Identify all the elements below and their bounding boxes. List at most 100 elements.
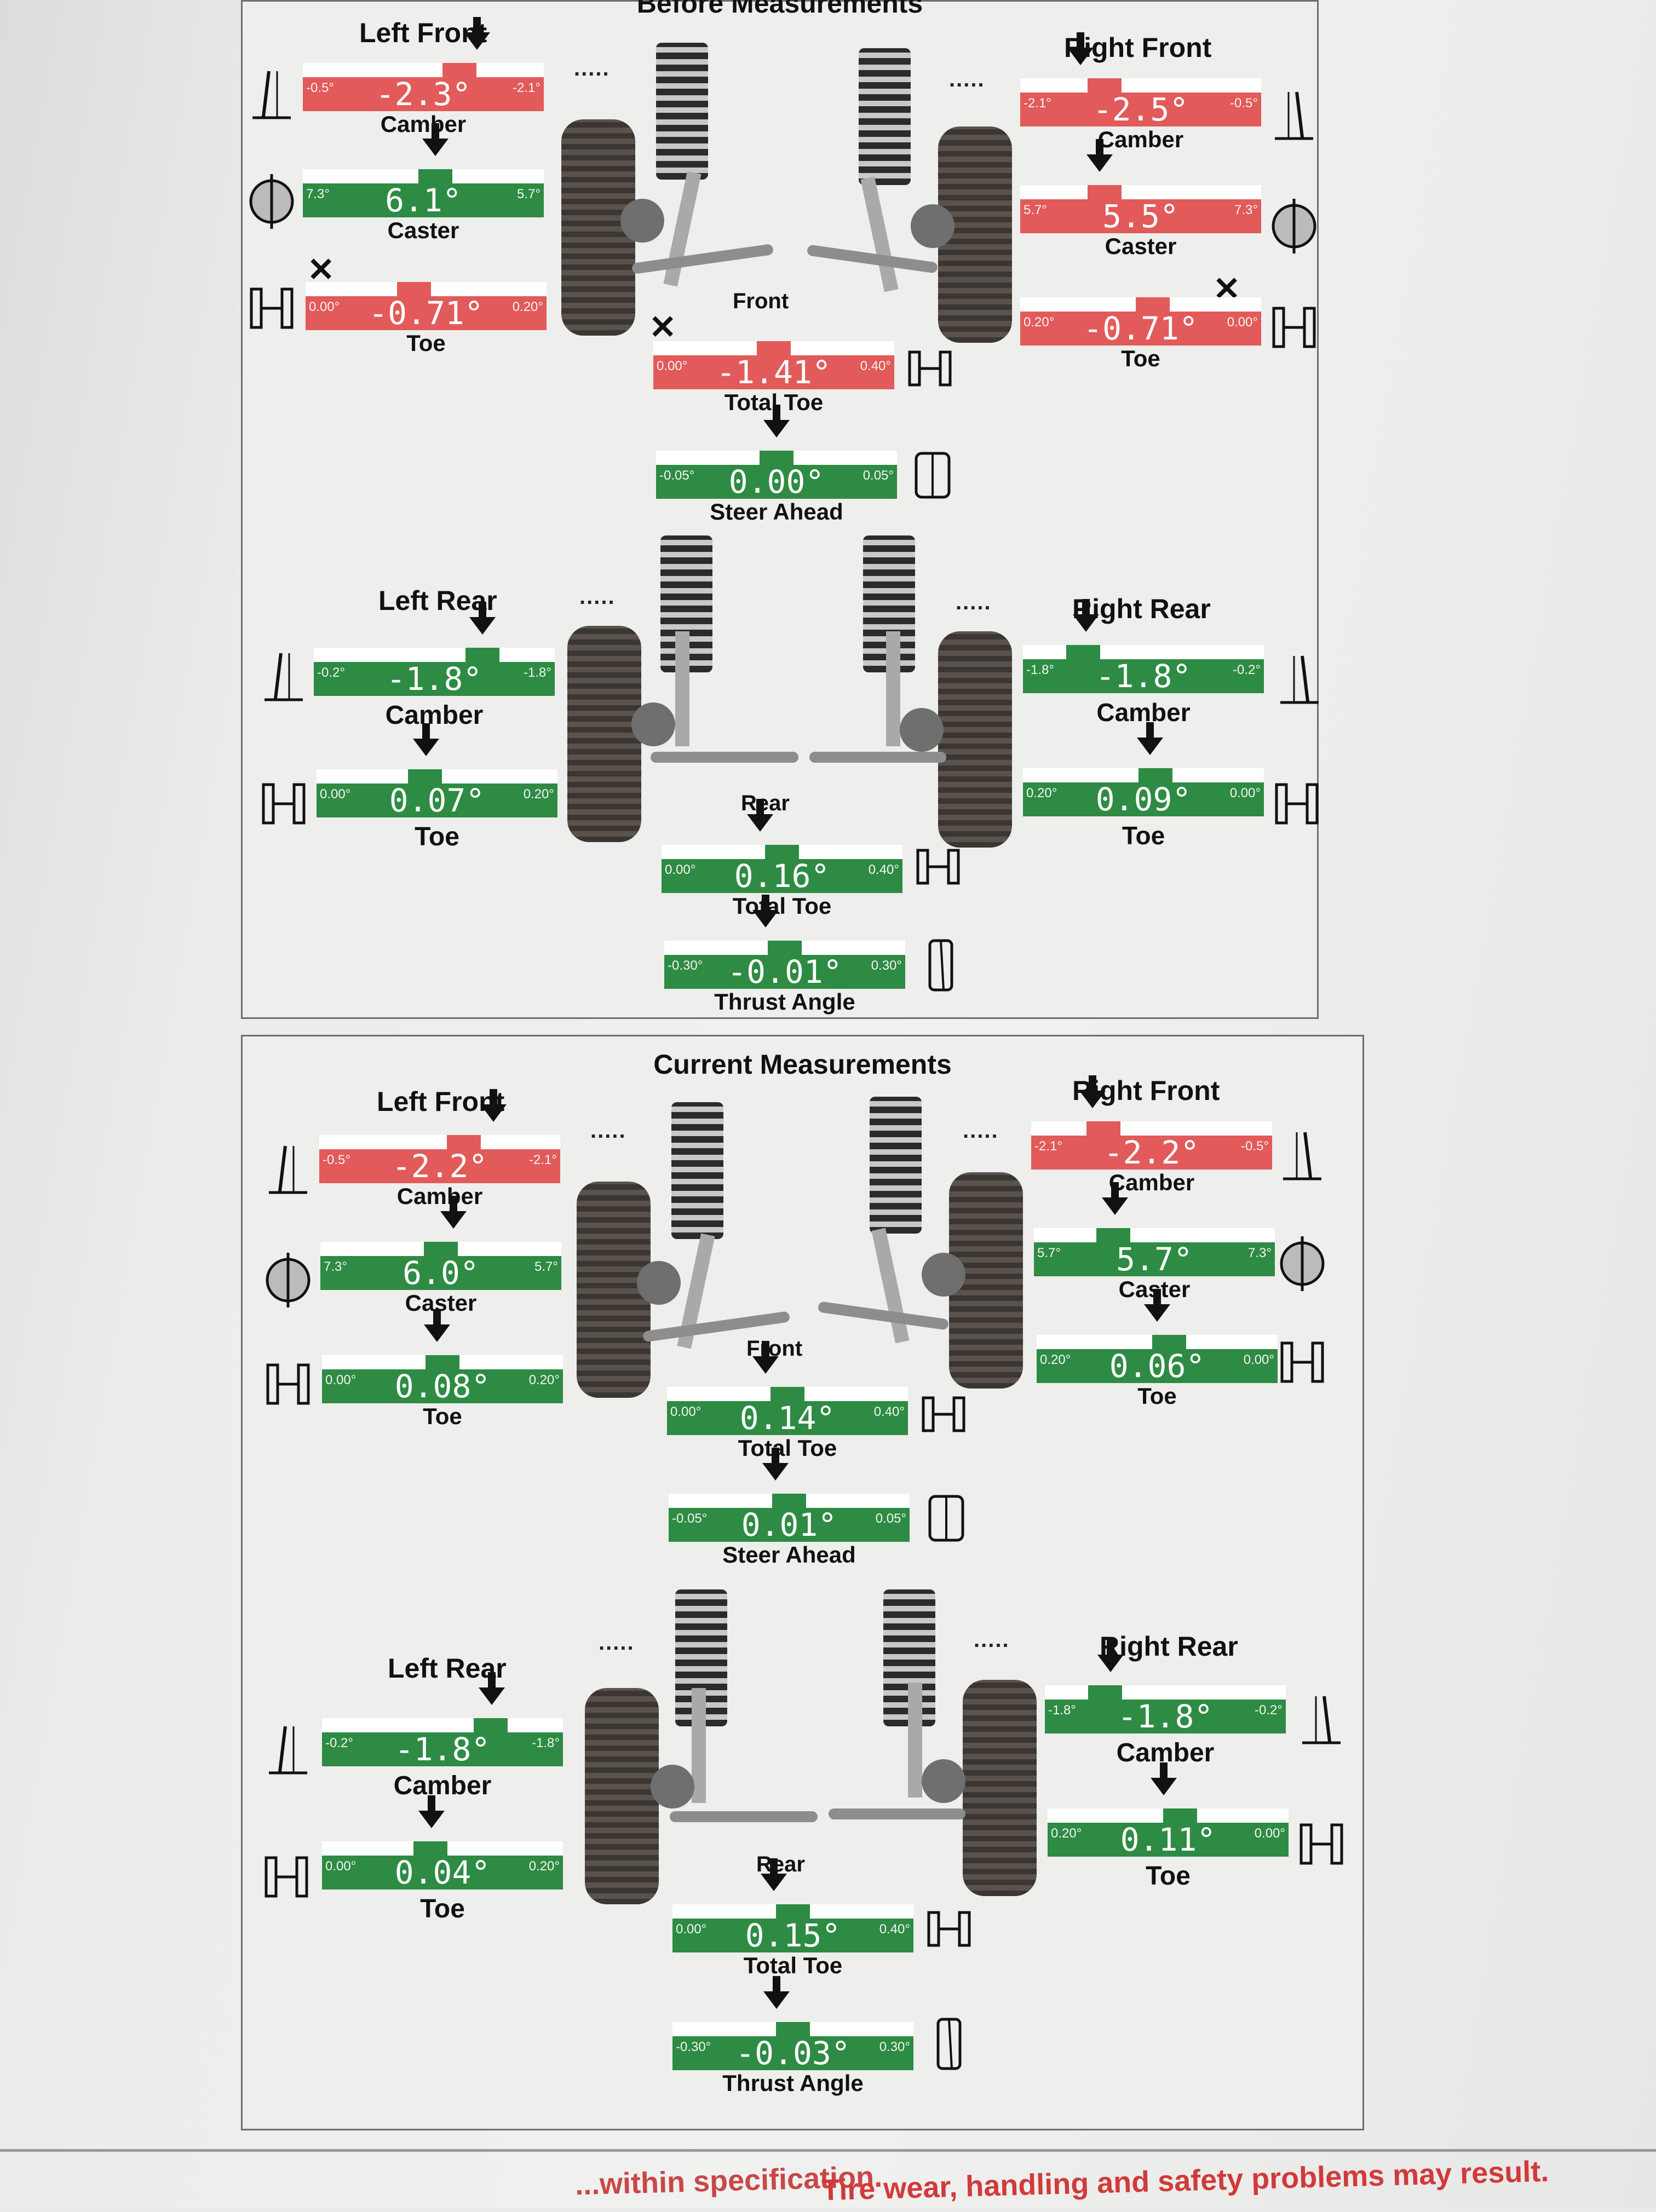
pointer-arrow-icon [428, 1795, 435, 1812]
right-rear-camber: -1.8° -0.2° -1.8° Camber [1023, 599, 1264, 727]
measurement-value: 5.7° [1116, 1241, 1193, 1278]
total-toe-icon [919, 1384, 968, 1444]
pointer-arrow-icon [762, 1463, 789, 1481]
caster-icon [1278, 1234, 1327, 1294]
rear-total-toe: 0.00° 0.40° 0.15° Total Toe [672, 1858, 913, 1981]
camber-icon [1275, 648, 1324, 708]
right-front-camber: -2.1° -0.5° -2.5° Camber [1020, 32, 1261, 155]
left-rear-camber: -0.2° -1.8° -1.8° Camber [314, 602, 555, 730]
dots: ..... [599, 1631, 635, 1655]
front-left-hub [620, 199, 664, 243]
total-toe-icon [913, 837, 963, 897]
pointer-arrow-icon [761, 1874, 787, 1891]
camber-icon [263, 1138, 313, 1198]
left-rear-toe: 0.00° 0.20° 0.07° Toe [317, 723, 557, 851]
measurement-bar: -0.30° 0.30° -0.01° [664, 895, 905, 989]
measurement-bar: 0.00° 0.40° 0.16° [662, 799, 902, 893]
measurement-bar: -0.5° -2.1° -2.3° [303, 17, 544, 111]
rear-left-hub [651, 1765, 694, 1808]
footer-warning: ...within specification. Tire wear, hand… [0, 2149, 1656, 2212]
rear-left-tire [567, 626, 641, 842]
pointer-arrow-icon [1102, 1197, 1128, 1215]
dots: ..... [974, 1628, 1010, 1652]
measurement-bar: 7.3° 5.7° 6.1° [303, 123, 544, 217]
camber-icon [247, 63, 296, 123]
rear-right-tire [938, 631, 1012, 848]
measurement-value: -0.03° [735, 2035, 850, 2072]
measurement-value: 0.07° [389, 782, 485, 819]
measurement-bar: -0.05° 0.05° 0.01° [669, 1448, 910, 1542]
panel-title: Before Measurements [636, 0, 923, 19]
toe-icon [1297, 1814, 1346, 1874]
measurement-value: -2.2° [392, 1148, 488, 1185]
measurement-value: -1.8° [386, 660, 482, 698]
measurement-value: 6.0° [403, 1254, 479, 1292]
caster-icon [263, 1250, 313, 1310]
pointer-arrow-icon [752, 1356, 779, 1374]
thrust-angle: -0.30° 0.30° -0.01° Thrust Angle [664, 895, 905, 1017]
front-right-hub [922, 1253, 965, 1297]
measurement-bar: -0.5° -2.1° -2.2° [319, 1089, 560, 1185]
pointer-arrow-icon [747, 814, 773, 832]
front-right-spring [859, 48, 911, 185]
pointer-arrow-icon [418, 1811, 445, 1828]
pointer-arrow-icon [773, 1976, 780, 1992]
rear-right-hub [900, 708, 944, 752]
pointer-arrow-icon [752, 910, 779, 928]
measurement-value: 0.11° [1120, 1821, 1216, 1858]
pointer-arrow-icon [1067, 48, 1094, 65]
steering-wheel-icon [922, 1488, 971, 1548]
front-left-hub [637, 1261, 681, 1305]
measurement-bar: 0.00° 0.20° -0.71° [306, 282, 547, 330]
measurement-bar: -1.8° -0.2° -1.8° [1023, 599, 1264, 693]
measurement-bar: 0.20° 0.00° 0.09° [1023, 722, 1264, 816]
rear-right-strut [908, 1683, 922, 1798]
toe-icon [1269, 297, 1319, 358]
measurement-bar: -0.30° 0.30° -0.03° [672, 1976, 913, 2072]
measurement-value: -1.41° [716, 354, 831, 391]
front-right-control-arm [817, 1301, 950, 1330]
total-toe-icon [924, 1899, 974, 1959]
front-total-toe: 0.00° 0.40° -1.41° Total Toe [653, 341, 894, 418]
caster-icon [247, 171, 296, 232]
pointer-arrow-icon [762, 895, 769, 911]
measurement-value: 0.14° [739, 1399, 836, 1437]
dots: ..... [590, 1119, 626, 1143]
front-left-strut [663, 171, 702, 287]
pointer-arrow-icon [1146, 722, 1154, 739]
rear-left-tire [585, 1688, 659, 1904]
pointer-arrow-icon [1082, 599, 1090, 615]
left-rear-toe: 0.00° 0.20° 0.04° Toe [322, 1795, 563, 1923]
dots: ..... [949, 67, 985, 91]
current-measurements-panel: Current Measurements ..... ..... Left Fr… [241, 1035, 1364, 2130]
pointer-arrow-icon [770, 1858, 778, 1875]
toe-icon [1272, 774, 1321, 834]
right-rear-camber: -1.8° -0.2° -1.8° Camber [1045, 1639, 1286, 1767]
front-right-strut [860, 176, 899, 292]
left-front-caster: 7.3° 5.7° 6.0° Caster [320, 1196, 561, 1318]
camber-icon [1269, 84, 1319, 144]
front-total-toe: 0.00° 0.40° 0.14° Total Toe [667, 1341, 908, 1464]
pointer-arrow-icon [473, 17, 481, 33]
pointer-arrow-icon [1137, 738, 1163, 755]
rear-left-hub [631, 702, 675, 746]
toe-icon [262, 1847, 311, 1907]
toe-icon [1278, 1332, 1327, 1392]
measurement-value: -1.8° [1117, 1698, 1214, 1735]
rear-right-arm [809, 752, 946, 763]
rear-label: Rear [741, 791, 790, 815]
left-rear-title: Left Rear [388, 1653, 507, 1684]
measurement-bar: 0.00° 0.20° 0.07° [317, 723, 557, 819]
front-left-spring [656, 43, 708, 180]
pointer-arrow-icon [422, 139, 449, 156]
measurement-bar: 5.7° 7.3° 5.5° [1020, 139, 1261, 233]
measurement-bar: 5.7° 7.3° 5.7° [1034, 1182, 1275, 1278]
pointer-arrow-icon [490, 1089, 497, 1105]
rear-right-strut [886, 631, 900, 746]
right-front-camber: -2.1° -0.5° -2.2° Camber [1031, 1075, 1272, 1198]
measurement-bar: -1.8° -0.2° -1.8° [1045, 1639, 1286, 1735]
rear-total-toe: 0.00° 0.40° 0.16° Total Toe [662, 799, 902, 921]
pointer-arrow-icon [1089, 1075, 1096, 1092]
pointer-arrow-icon [1107, 1639, 1114, 1656]
pointer-arrow-icon [480, 1104, 507, 1122]
